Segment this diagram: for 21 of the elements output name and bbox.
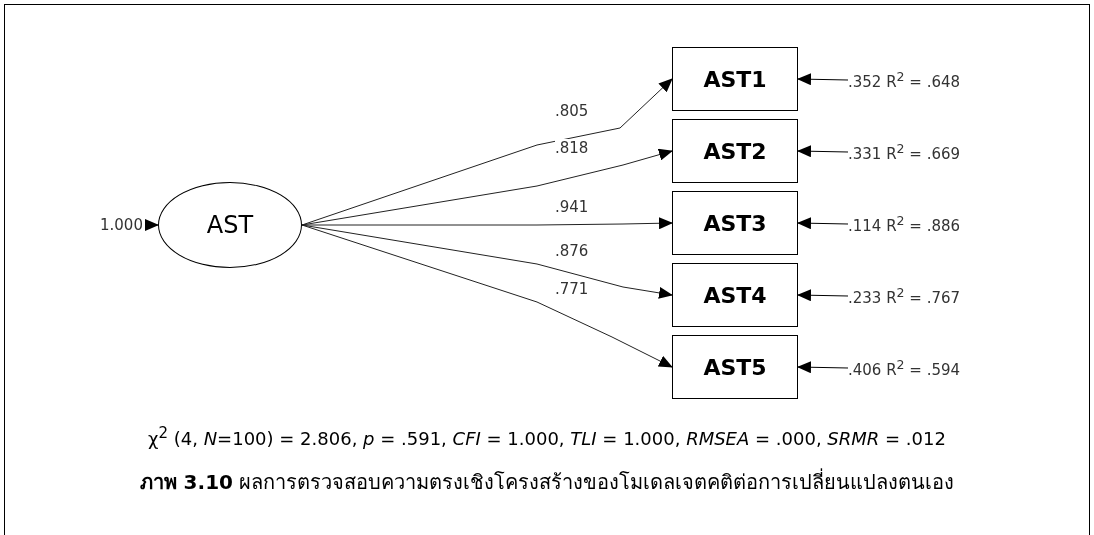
indicator-box: AST2	[672, 119, 798, 183]
arrow	[797, 145, 849, 158]
value-text: .114 R$^{2}$ = .886	[848, 211, 998, 237]
arrow	[301, 148, 673, 226]
figure-caption: ภาพ 3.10 ผลการตรวจสอบความตรงเชิงโครงสร้างของโมเดลเจตคติต่อการเปลี่ยนแปลงตนเอง	[138, 467, 956, 496]
indicator-box: AST1	[672, 47, 798, 111]
arrow	[797, 361, 849, 374]
arrow	[797, 73, 849, 86]
value-text: .331 R$^{2}$ = .669	[848, 139, 998, 165]
arrow	[797, 289, 849, 302]
indicator-box: AST4	[672, 263, 798, 327]
arrow	[797, 217, 849, 230]
indicator-box: AST5	[672, 335, 798, 399]
value-text: .352 R$^{2}$ = .648	[848, 67, 998, 93]
indicator-box: AST3	[672, 191, 798, 255]
value-text: .406 R$^{2}$ = .594	[848, 355, 998, 381]
value-text: .233 R$^{2}$ = .767	[848, 283, 998, 309]
arrow	[301, 224, 673, 368]
value-text: 1.000	[100, 212, 148, 238]
arrow	[145, 219, 159, 231]
fit-statistics: χ$^{2}$ (4, N=100) = 2.806, p = .591, CFI = 1.000, TLI = 1.000, RMSEA = .000, SRMR = .012	[147, 424, 947, 449]
